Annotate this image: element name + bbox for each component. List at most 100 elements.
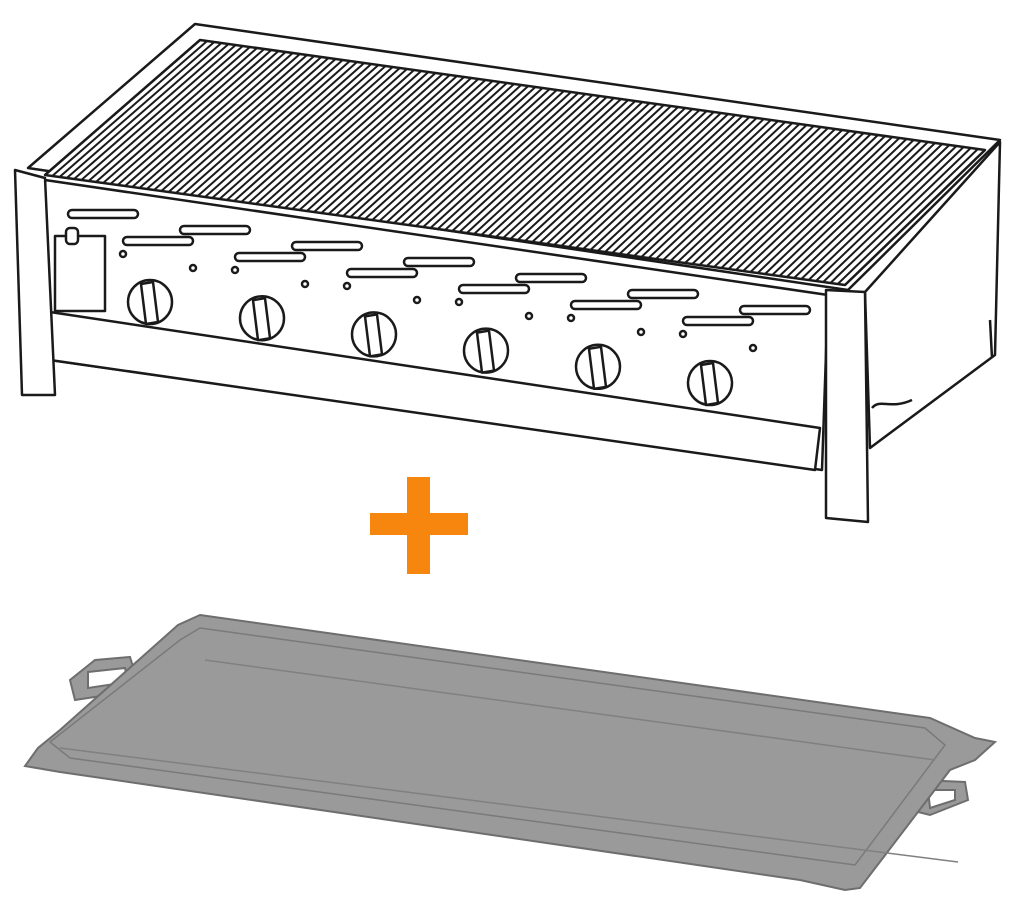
grate-bar <box>451 95 601 232</box>
grate-bar <box>502 102 651 239</box>
grate-bar <box>306 75 458 212</box>
vent-slot <box>402 256 476 268</box>
grate-bar <box>364 83 515 220</box>
grate-bar <box>735 134 879 271</box>
grate-bar <box>647 122 794 259</box>
grate-bar <box>575 112 722 249</box>
plus-vertical-bar <box>407 477 430 574</box>
grate-bar <box>124 50 280 187</box>
grate-bar <box>640 121 786 258</box>
vent-slot <box>514 272 588 284</box>
knob-handle <box>699 361 720 407</box>
grate-bar <box>131 51 287 188</box>
grate-bar <box>146 53 301 190</box>
grate-bar <box>153 54 308 191</box>
grate-bar <box>800 143 943 280</box>
grate-bar <box>400 88 551 225</box>
indicator-dot <box>188 263 198 273</box>
grate-bar <box>189 59 344 196</box>
grill-right-leg <box>824 288 870 524</box>
indicator-dot <box>412 295 422 305</box>
grill-right-back-leg <box>988 319 994 359</box>
griddle-rim-line <box>59 747 959 863</box>
grate-bar <box>604 116 751 253</box>
grate-bar <box>167 56 322 193</box>
grate-bar <box>698 129 843 266</box>
grate-bar <box>262 69 415 206</box>
knob-handle <box>475 329 496 374</box>
vent-slot <box>681 315 755 327</box>
gas-hose <box>871 398 913 409</box>
grate-bar <box>538 107 686 244</box>
grate-bar <box>589 114 736 251</box>
grill-knobs <box>126 278 734 407</box>
grate-bar <box>546 108 694 245</box>
grate-bar <box>822 146 965 283</box>
grate-bar <box>713 131 858 268</box>
vent-slot <box>290 240 364 252</box>
grate-bar <box>429 92 579 229</box>
vent-slot <box>738 304 812 316</box>
grate-bar <box>844 149 986 286</box>
grate-bar <box>829 147 972 284</box>
grate-bar <box>517 104 665 241</box>
grate-bar <box>742 135 886 272</box>
grate-bar <box>764 138 908 275</box>
grate-bar <box>73 43 230 180</box>
grate-bar <box>313 76 465 213</box>
grate-bar <box>837 148 979 285</box>
grate-bar <box>349 81 501 218</box>
grate-bar <box>778 140 922 277</box>
grate-bar <box>793 142 936 279</box>
indicator-dot <box>636 327 646 337</box>
grate-bar <box>677 126 822 263</box>
plus-icon <box>370 477 468 574</box>
grate-bar <box>240 66 394 203</box>
indicator-dot <box>524 311 534 321</box>
grate-bar <box>771 139 915 276</box>
grill-left-leg <box>13 168 57 397</box>
grate-bar <box>691 128 836 265</box>
grate-bar <box>284 72 437 209</box>
grate-bar <box>58 41 215 178</box>
indicator-dot <box>118 249 128 259</box>
grate-bar <box>531 106 679 243</box>
grate-bar <box>204 61 358 198</box>
grate-bar <box>66 42 223 179</box>
grate-bar <box>480 99 629 236</box>
grate-bar <box>109 48 265 185</box>
grate-bar <box>87 45 244 182</box>
indicator-dot <box>678 329 688 339</box>
grate-bar <box>102 47 258 184</box>
grate-bar <box>618 118 765 255</box>
vent-slot <box>66 208 140 220</box>
grate-bar <box>487 100 636 237</box>
grate-bar <box>524 105 672 242</box>
grate-bar <box>655 123 801 260</box>
grate-bar <box>226 64 380 201</box>
grate-bar <box>415 90 565 227</box>
grate-bar <box>51 40 208 177</box>
grate-bar <box>357 82 508 219</box>
grate-bar <box>815 145 958 282</box>
grate-bar <box>662 124 808 261</box>
grate-bar <box>633 120 779 257</box>
griddle-plate-icon <box>23 613 998 892</box>
grate-bar <box>749 136 893 273</box>
grate-bar <box>298 74 451 211</box>
grate-bar <box>560 110 708 247</box>
griddle-inner-surface <box>48 627 947 866</box>
grate-bar <box>786 141 929 278</box>
grate-bar <box>553 109 701 246</box>
grate-bar <box>197 60 351 197</box>
knob-handle <box>139 280 160 326</box>
grate-bar <box>247 67 401 204</box>
grate-bar <box>211 62 365 199</box>
grate-bar <box>466 97 615 234</box>
grate-bar <box>495 101 644 238</box>
grate-bar <box>80 44 237 181</box>
vent-slot <box>178 224 252 236</box>
grate-bar <box>669 125 815 262</box>
grate-bar <box>597 115 744 252</box>
